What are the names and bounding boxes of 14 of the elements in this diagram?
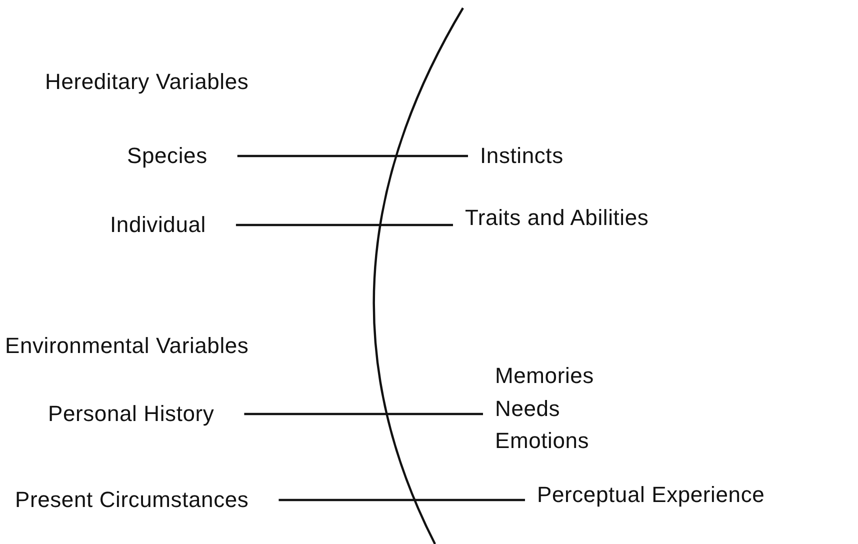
connector-line (236, 224, 453, 226)
text-label: Personal History (48, 400, 214, 428)
text-label: Traits and Abilities (465, 204, 649, 232)
text-label: Memories Needs Emotions (495, 362, 595, 455)
text-label: Instincts (480, 142, 564, 170)
heading-label: Environmental Variables (5, 332, 249, 360)
heading-label: Hereditary Variables (45, 68, 249, 96)
text-label: Individual (110, 211, 206, 239)
text-label: Species (127, 142, 208, 170)
text-label: Present Circumstances (15, 486, 249, 514)
connector-line (278, 498, 525, 502)
connector-line (237, 154, 468, 158)
connector-line (244, 412, 483, 416)
text-label: Perceptual Experience (537, 481, 765, 509)
